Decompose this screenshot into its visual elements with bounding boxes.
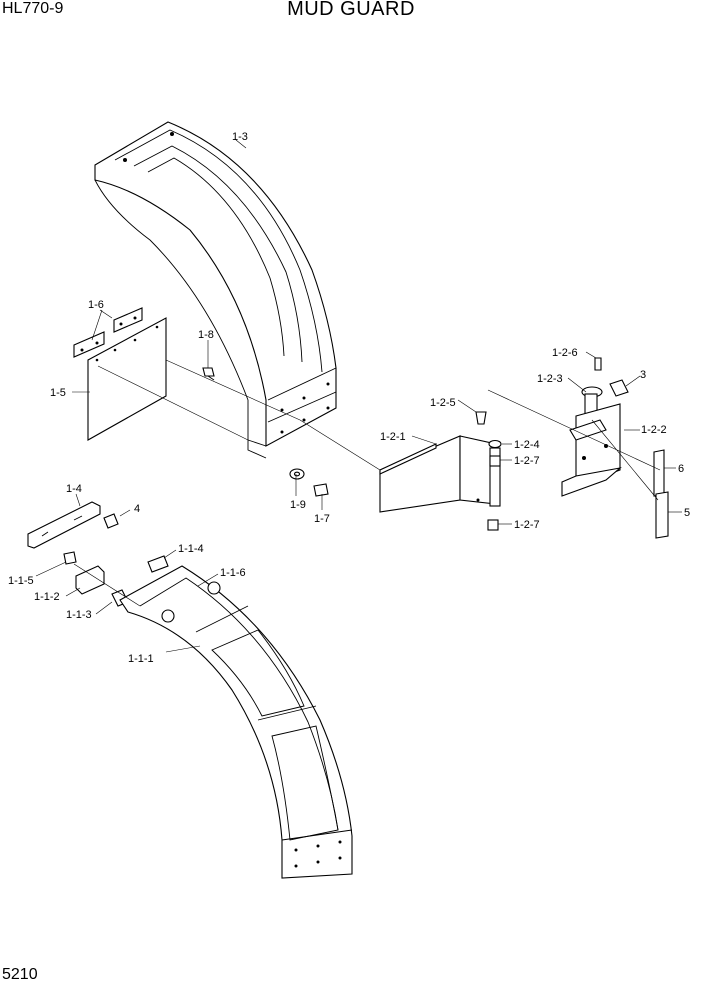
callout-1-2-4: 1-2-4 xyxy=(514,439,540,451)
part-1-2-7-bushing-top xyxy=(489,455,501,467)
part-1-9-washer xyxy=(289,468,305,480)
callout-1-3: 1-3 xyxy=(232,131,248,143)
part-1-1-5-bolt xyxy=(63,551,77,565)
part-4-bolt xyxy=(103,513,119,529)
part-1-5-rubber-flap xyxy=(87,317,167,441)
part-1-8-bolt xyxy=(202,367,215,381)
leader-lines xyxy=(35,139,682,653)
callout-labels: 1-3 1-6 1-8 1-5 1-2-6 1-2-3 3 1-2-5 1-2-… xyxy=(8,131,690,665)
part-1-2-7-bushing-bottom xyxy=(487,519,499,531)
part-1-4-support-bar xyxy=(27,501,101,549)
callout-1-2-7-lower: 1-2-7 xyxy=(514,519,540,531)
callout-1-6: 1-6 xyxy=(88,299,104,311)
part-1-1-4-pin xyxy=(147,555,169,573)
callout-1-4: 1-4 xyxy=(66,483,82,495)
callout-5: 5 xyxy=(684,507,690,519)
part-1-2-2-mounting-bracket xyxy=(561,403,622,497)
callout-1-1-3: 1-1-3 xyxy=(66,609,92,621)
page-title: MUD GUARD xyxy=(287,0,415,20)
callout-3: 3 xyxy=(640,369,646,381)
callout-1-7: 1-7 xyxy=(314,513,330,525)
part-6-strip-plate xyxy=(653,449,665,497)
part-1-2-5-bolt xyxy=(475,411,487,425)
callout-1-9: 1-9 xyxy=(290,499,306,511)
callout-1-1-4: 1-1-4 xyxy=(178,543,204,555)
page-number: 5210 xyxy=(2,966,38,983)
callout-1-2-3: 1-2-3 xyxy=(537,373,563,385)
callout-1-1-2: 1-1-2 xyxy=(34,591,60,603)
callout-1-2-6: 1-2-6 xyxy=(552,347,578,359)
part-1-1-2-clamp xyxy=(75,565,105,595)
part-1-2-1-hinge-bracket xyxy=(379,435,501,513)
part-3-bolt xyxy=(609,379,629,397)
part-5-strip-plate xyxy=(655,491,669,539)
callout-4: 4 xyxy=(134,503,140,515)
part-1-6-clamp-plates xyxy=(73,307,143,358)
part-1-7-bolt xyxy=(313,483,329,497)
callout-1-2-7-upper: 1-2-7 xyxy=(514,455,540,467)
part-1-3-mud-guard-upper xyxy=(94,121,337,459)
callout-1-1-6: 1-1-6 xyxy=(220,567,246,579)
callout-1-8: 1-8 xyxy=(198,329,214,341)
part-1-2-6-grease-nipple xyxy=(594,357,602,371)
callout-1-2-2: 1-2-2 xyxy=(641,424,667,436)
callout-1-5: 1-5 xyxy=(50,387,66,399)
callout-1-1-1: 1-1-1 xyxy=(128,653,154,665)
model-number: HL770-9 xyxy=(2,0,64,17)
callout-6: 6 xyxy=(678,463,684,475)
part-1-2-4-washer xyxy=(488,439,502,449)
callout-1-2-5: 1-2-5 xyxy=(430,397,456,409)
callout-1-1-5: 1-1-5 xyxy=(8,575,34,587)
part-1-1-1-mud-guard-frame xyxy=(119,565,353,879)
callout-1-2-1: 1-2-1 xyxy=(380,431,406,443)
